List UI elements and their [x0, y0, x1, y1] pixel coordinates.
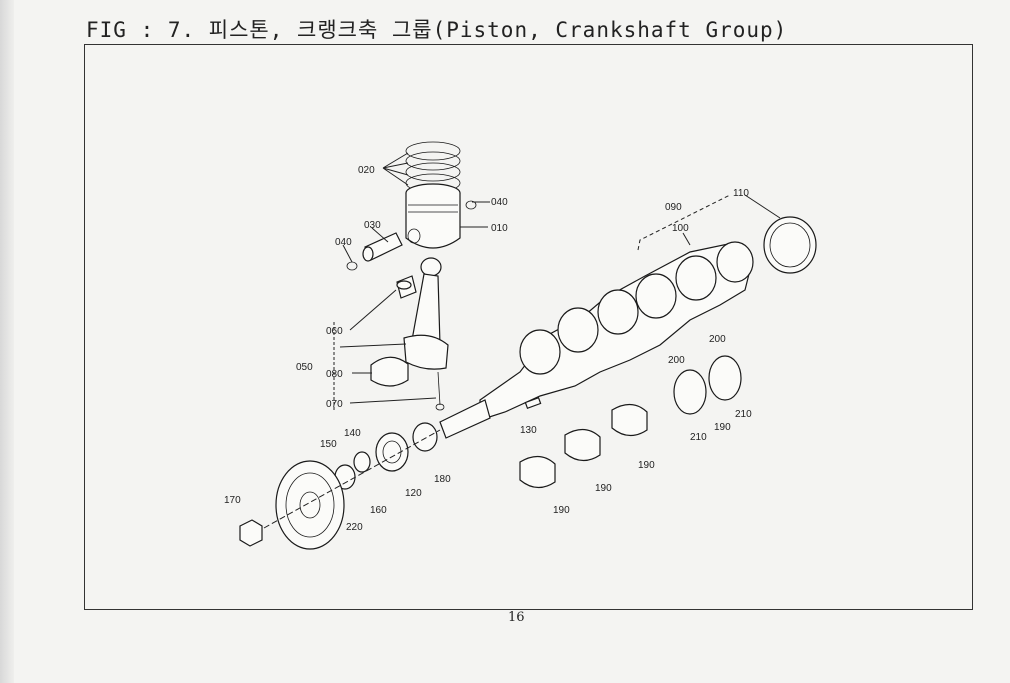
callout-130: 130: [520, 425, 537, 436]
callout-220: 220: [346, 522, 363, 533]
callout-110: 110: [733, 188, 749, 199]
callout-070: 070: [326, 399, 343, 410]
callout-180: 180: [434, 474, 451, 485]
callout-140: 140: [344, 428, 361, 439]
callout-040-left: 040: [335, 237, 352, 248]
big-end-bearing: [370, 356, 409, 387]
callout-190-a: 190: [553, 505, 570, 516]
callout-020: 020: [358, 165, 375, 176]
callout-160: 160: [370, 505, 387, 516]
main-bearings: [519, 216, 817, 489]
callout-150: 150: [320, 439, 337, 450]
callout-050: 050: [296, 362, 313, 373]
leader-lines: [263, 152, 781, 529]
callout-210-b: 210: [735, 409, 752, 420]
callout-190-b: 190: [595, 483, 612, 494]
callout-120: 120: [405, 488, 422, 499]
callout-010: 010: [491, 223, 508, 234]
pulley-nut: [239, 519, 263, 547]
page-number: 16: [508, 610, 525, 625]
callout-170: 170: [224, 495, 241, 506]
callout-210-a: 210: [690, 432, 707, 443]
callout-060: 060: [326, 326, 343, 337]
callout-200-b: 200: [709, 334, 726, 345]
callout-040-right: 040: [491, 197, 508, 208]
snap-ring-left: [346, 261, 358, 271]
small-end-bushing: [396, 275, 417, 299]
connecting-rod: [403, 257, 449, 411]
snap-ring-right: [465, 200, 477, 210]
piston: [405, 183, 461, 249]
callout-190-c: 190: [638, 460, 655, 471]
callout-200-a: 200: [668, 355, 685, 366]
callout-080: 080: [326, 369, 343, 380]
crankshaft: [439, 241, 754, 439]
callout-100: 100: [672, 223, 689, 234]
diagram-frame: [84, 44, 973, 610]
callout-030: 030: [364, 220, 381, 231]
callout-090: 090: [665, 202, 682, 213]
scan-edge: [0, 0, 14, 683]
callout-190-d: 190: [714, 422, 731, 433]
piston-pin: [362, 232, 403, 262]
figure-title: FIG : 7. 피스톤, 크랭크축 그룹(Piston, Crankshaft…: [86, 18, 788, 42]
crank-pulley: [275, 460, 345, 550]
